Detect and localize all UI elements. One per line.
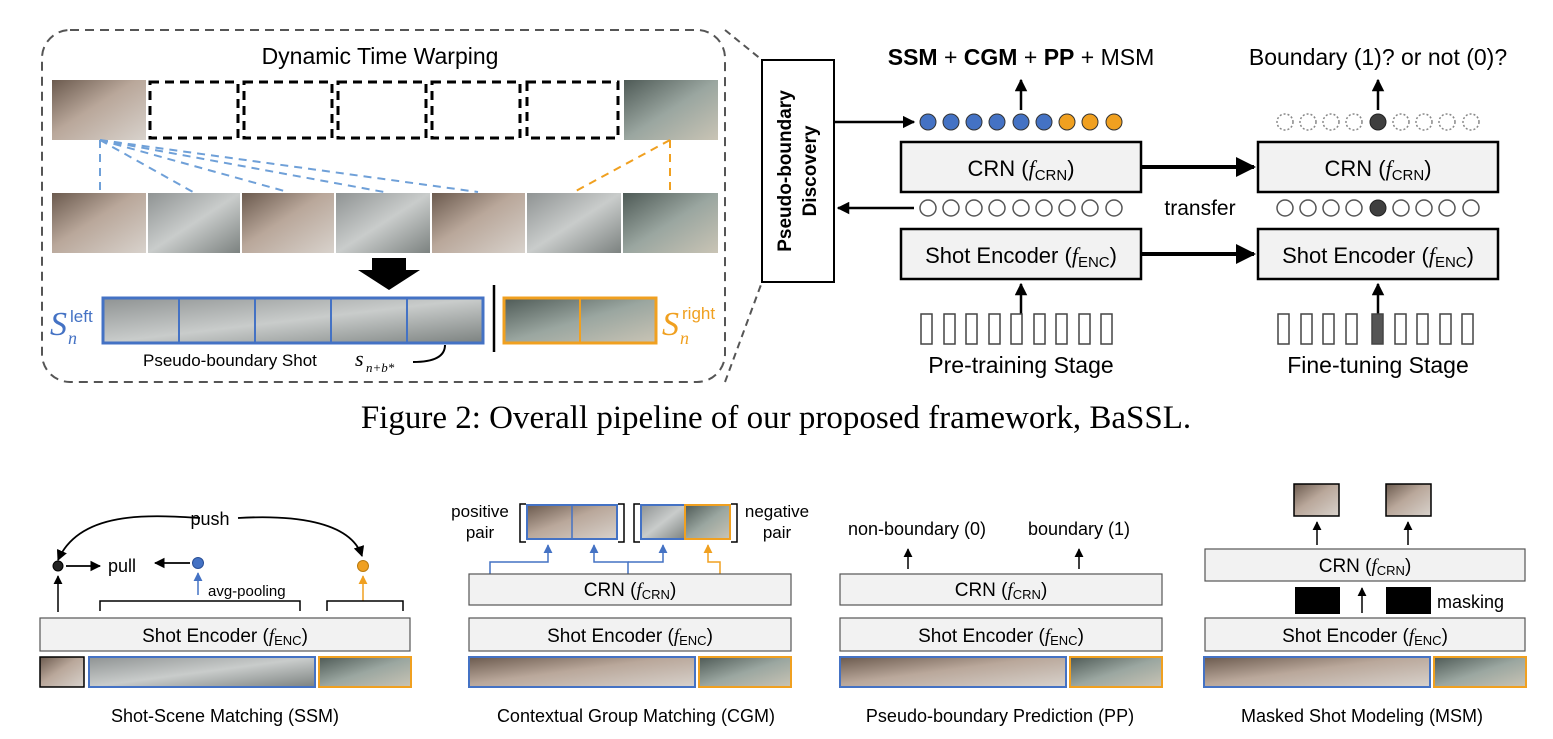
- svg-text:pair: pair: [466, 523, 495, 542]
- svg-text:Shot Encoder (fENC): Shot Encoder (fENC): [918, 626, 1084, 648]
- svg-text:Shot Encoder (fENC): Shot Encoder (fENC): [142, 626, 308, 648]
- svg-text:Masked Shot Modeling (MSM): Masked Shot Modeling (MSM): [1241, 706, 1483, 726]
- svg-text:avg-pooling: avg-pooling: [208, 583, 286, 600]
- svg-text:push: push: [190, 509, 229, 529]
- finetune-question: Boundary (1)? or not (0)?: [1249, 44, 1507, 70]
- pb-shot-label: Pseudo-boundary Shot s n+b*: [143, 344, 446, 375]
- svg-text:masking: masking: [1437, 592, 1504, 612]
- pretrain-crn-box: CRN (fCRN): [899, 140, 1143, 194]
- svg-text:n: n: [680, 328, 689, 348]
- svg-text:positive: positive: [451, 502, 509, 521]
- finetune-crn-box: CRN (fCRN): [1256, 140, 1500, 194]
- finetune-input-shots: [1277, 313, 1474, 345]
- svg-text:Shot Encoder (fENC): Shot Encoder (fENC): [547, 626, 713, 648]
- svg-text:n+b*: n+b*: [366, 360, 395, 375]
- svg-text:negative: negative: [745, 502, 809, 521]
- svg-text:CRN (fCRN): CRN (fCRN): [967, 156, 1074, 184]
- pretrain-column: SSM + CGM + PP + MSM CRN (fCRN): [834, 44, 1154, 378]
- svg-text:Contextual Group Matching (CGM: Contextual Group Matching (CGM): [497, 706, 775, 726]
- pretrain-stage-label: Pre-training Stage: [928, 352, 1113, 378]
- svg-text:CRN (fCRN): CRN (fCRN): [584, 580, 677, 602]
- panel-pp: non-boundary (0) boundary (1) CRN (fCRN)…: [839, 519, 1163, 726]
- svg-text:Pseudo-boundary: Pseudo-boundary: [775, 90, 796, 252]
- s-right-label: S right n: [662, 304, 715, 348]
- svg-text:S: S: [662, 306, 679, 343]
- pretrain-input-shots: [920, 313, 1113, 345]
- svg-text:Shot Encoder (fENC): Shot Encoder (fENC): [925, 243, 1117, 271]
- svg-text:n: n: [68, 328, 77, 348]
- discovery-box: Pseudo-boundary Discovery: [761, 59, 835, 283]
- figure-caption: Figure 2: Overall pipeline of our propos…: [361, 400, 1191, 436]
- pretrain-encoder-box: Shot Encoder (fENC): [899, 227, 1143, 281]
- finetune-output-dots: [1276, 113, 1480, 131]
- dtw-frame-start: [52, 80, 146, 140]
- svg-text:CRN (fCRN): CRN (fCRN): [955, 580, 1048, 602]
- finetune-encoder-box: Shot Encoder (fENC): [1256, 227, 1500, 281]
- mask-block-left: [1295, 587, 1340, 614]
- svg-text:boundary (1): boundary (1): [1028, 519, 1130, 539]
- s-right-group: [502, 296, 658, 345]
- transfer-label: transfer: [1164, 197, 1235, 220]
- svg-text:Pseudo-boundary Prediction (PP: Pseudo-boundary Prediction (PP): [866, 706, 1134, 726]
- svg-text:Shot-Scene Matching (SSM): Shot-Scene Matching (SSM): [111, 706, 339, 726]
- svg-text:CRN (fCRN): CRN (fCRN): [1319, 556, 1412, 578]
- dtw-alignment-lines: [99, 139, 671, 193]
- svg-text:pull: pull: [108, 556, 136, 576]
- finetune-feature-dots: [1276, 199, 1480, 217]
- panel-ssm: push pull avg-pooling Shot Encoder (fENC…: [39, 509, 412, 726]
- dtw-empty-slots: [148, 80, 620, 140]
- transfer-arrows: transfer: [1141, 157, 1256, 264]
- panel-cgm: positive pair negative pair CRN (fCRN) S…: [451, 502, 809, 726]
- svg-text:Pseudo-boundary Shot: Pseudo-boundary Shot: [143, 351, 317, 370]
- svg-text:s: s: [355, 346, 364, 371]
- mask-block-right: [1386, 587, 1431, 614]
- pretrain-output-dots: [919, 113, 1123, 131]
- svg-text:Discovery: Discovery: [800, 125, 821, 216]
- dtw-panel: Dynamic Time Warping: [41, 29, 763, 383]
- svg-text:Shot Encoder (fENC): Shot Encoder (fENC): [1282, 243, 1474, 271]
- s-left-label: S left n: [50, 306, 93, 348]
- ssm-anchor-node: [52, 560, 64, 572]
- finetune-column: Boundary (1)? or not (0)? CRN (fCRN): [1249, 44, 1507, 378]
- svg-text:Shot Encoder (fENC): Shot Encoder (fENC): [1282, 626, 1448, 648]
- down-arrow-icon: [358, 258, 420, 290]
- dtw-title: Dynamic Time Warping: [262, 43, 499, 69]
- svg-text:left: left: [70, 307, 93, 326]
- ssm-left-node: [192, 557, 204, 569]
- pretrain-objectives: SSM + CGM + PP + MSM: [888, 44, 1155, 70]
- dtw-frame-end: [624, 80, 718, 140]
- finetune-stage-label: Fine-tuning Stage: [1287, 352, 1469, 378]
- svg-text:pair: pair: [763, 523, 792, 542]
- svg-text:CRN (fCRN): CRN (fCRN): [1324, 156, 1431, 184]
- svg-text:non-boundary (0): non-boundary (0): [848, 519, 986, 539]
- s-left-group: [101, 296, 485, 345]
- svg-text:right: right: [682, 304, 715, 323]
- ssm-right-node: [357, 560, 369, 572]
- pretrain-feature-dots: [919, 199, 1123, 217]
- svg-text:S: S: [50, 306, 67, 343]
- dtw-shot-sequence: [52, 193, 718, 253]
- panel-msm: CRN (fCRN) masking Shot Encoder (fENC) M…: [1203, 483, 1527, 726]
